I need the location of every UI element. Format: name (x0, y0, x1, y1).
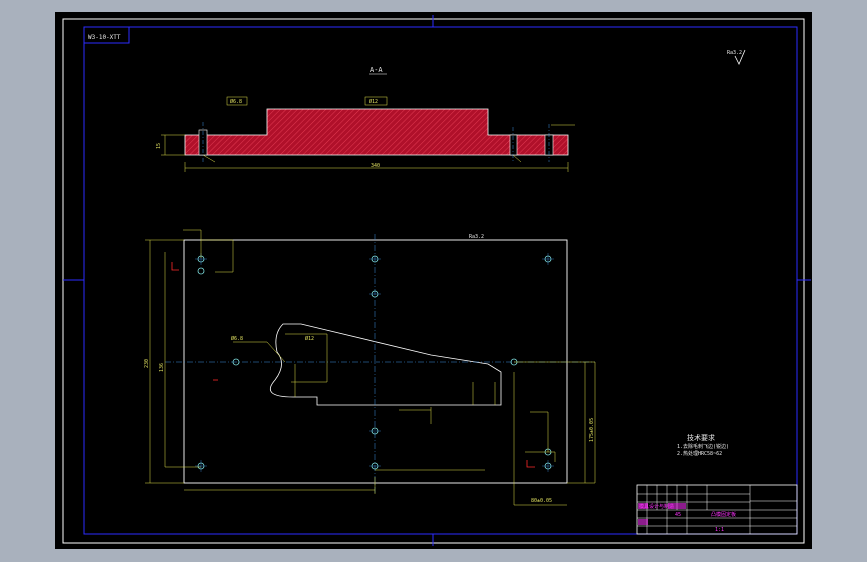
hole-crosshairs (195, 253, 554, 472)
plate-outline (183, 239, 568, 484)
title-school: 模具设计与制造 (639, 503, 674, 510)
plan-width-dim: 230 (144, 359, 150, 368)
cutout-profile (270, 323, 502, 406)
notes-line1: 1.去除毛刺飞边(锐边) (677, 443, 729, 450)
roughness-mark: Ra3.2 (727, 50, 742, 56)
drawing-canvas: W3-10-XTT Ra3.2 A-A (62, 15, 811, 546)
plan-right-dim: 175±0.05 (589, 418, 595, 442)
section-dims (161, 96, 575, 172)
plan-roughness-mark: Ra3.2 (469, 234, 484, 240)
notes-heading: 技术要求 (687, 433, 715, 442)
datum-marks (171, 262, 535, 468)
section-view: 340 15 Ø12 Ø6.8 (156, 96, 575, 172)
plan-centerlines (165, 234, 595, 494)
plan-hole-dim-b: Ø12 (305, 335, 314, 342)
section-length-dim: 340 (371, 163, 380, 169)
section-centerlines (202, 122, 550, 162)
title-block: 模具设计与制造 凸模固定板 45 1:1 (636, 484, 798, 535)
plan-view: 230 136 Ø6.8 Ø12 175±0.05 80±0.05 Ra3.2 (144, 229, 596, 506)
technical-notes: 技术要求 1.去除毛刺飞边(锐边) 2.热处理HRC58~62 (677, 433, 729, 457)
section-hole-dim: Ø12 (369, 98, 378, 105)
plan-height-dim: 136 (159, 363, 165, 372)
section-thickness-dim: 15 (156, 143, 162, 149)
notes-line2: 2.热处理HRC58~62 (677, 450, 722, 457)
section-hole-dim-left: Ø6.8 (230, 98, 242, 105)
plan-hole-dim-a: Ø6.8 (231, 335, 243, 342)
outer-frame (62, 18, 805, 544)
plan-holes (197, 255, 552, 470)
stamp-text: W3-10-XTT (88, 34, 121, 41)
title-part-name: 凸模固定板 (711, 511, 736, 518)
plan-bottom-dim: 80±0.05 (531, 498, 552, 504)
title-material: 45 (675, 512, 681, 518)
drawing-sheet: W3-10-XTT Ra3.2 A-A (55, 12, 812, 549)
section-label: A-A (370, 66, 383, 74)
section-hatch (184, 108, 569, 156)
plan-dims (145, 229, 596, 506)
roughness-symbol (734, 49, 746, 65)
title-scale: 1:1 (715, 527, 724, 533)
centering-marks (63, 15, 811, 546)
stamp-box (83, 26, 130, 44)
inner-frame (83, 26, 798, 535)
